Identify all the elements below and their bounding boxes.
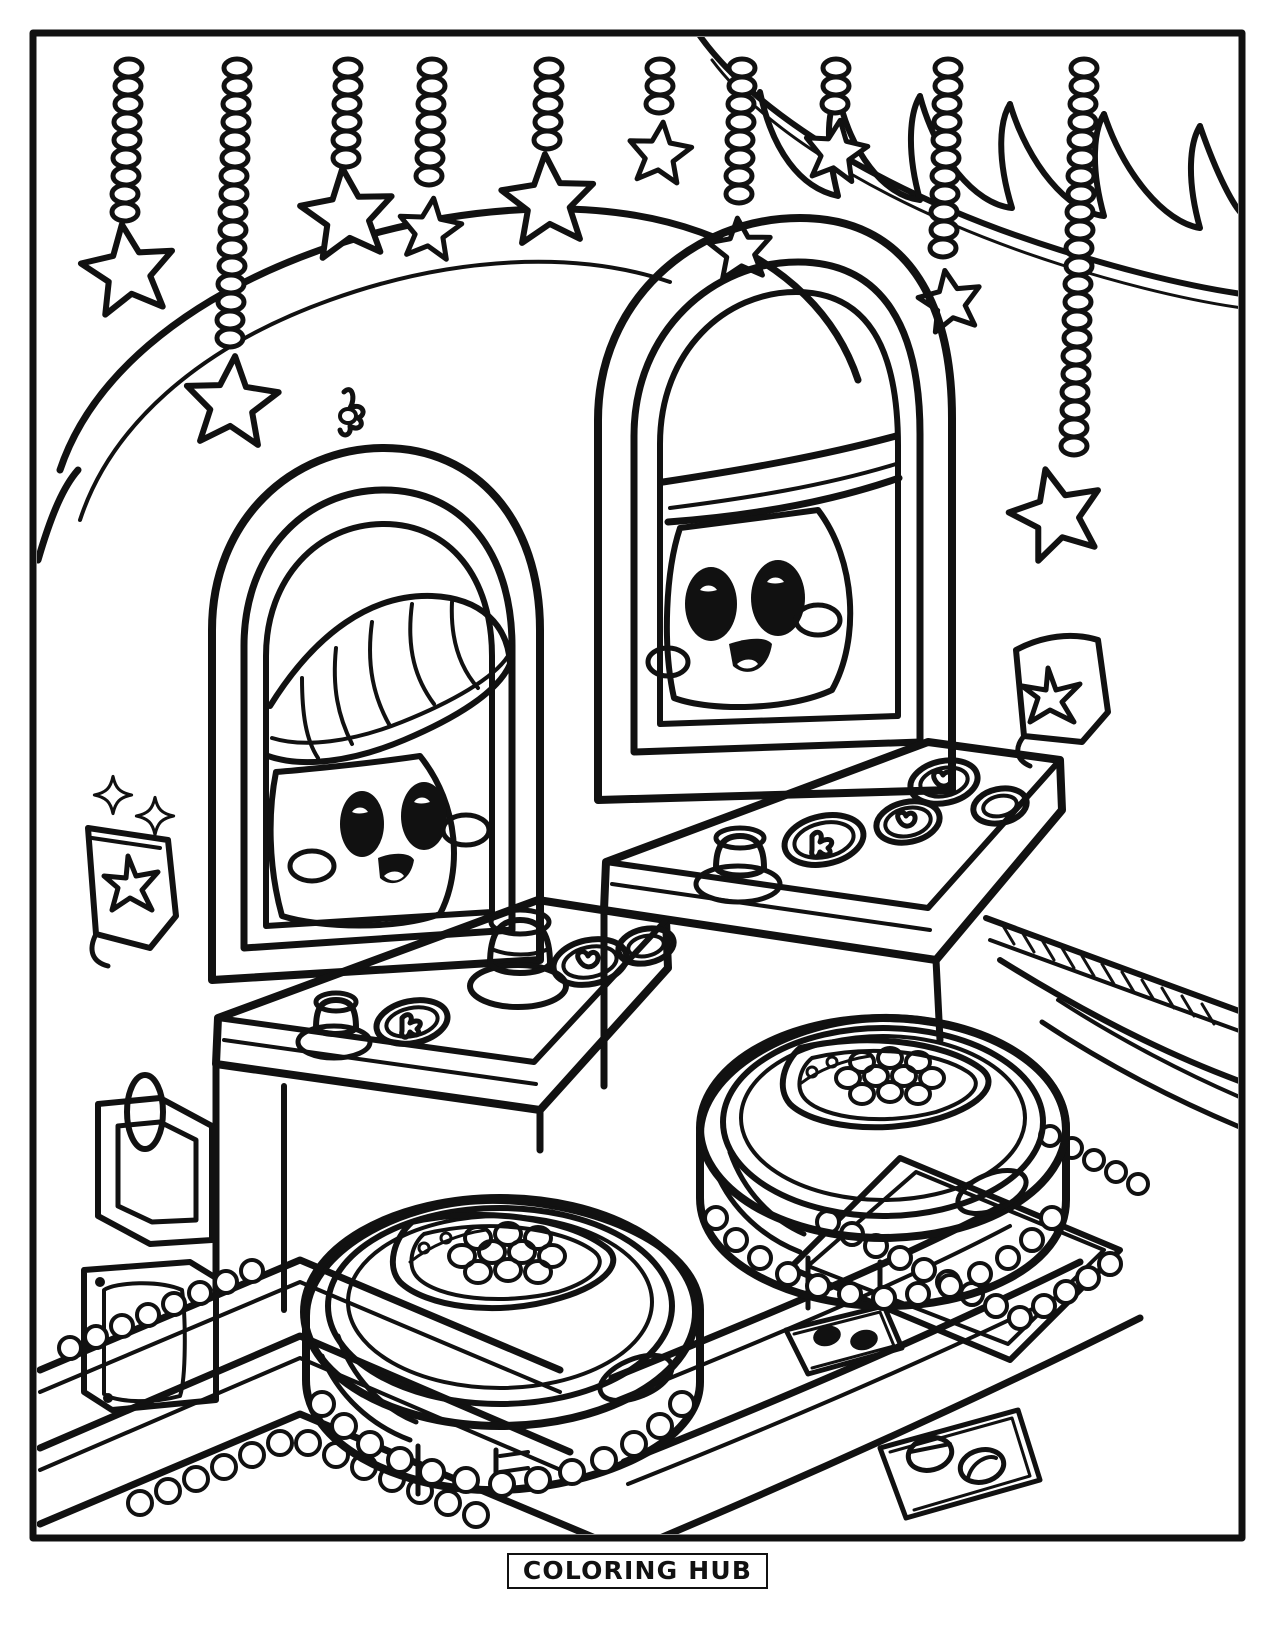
joystick-small-left[interactable]: [295, 990, 373, 1061]
page-border: [29, 29, 1246, 1542]
joystick-right[interactable]: [693, 825, 783, 905]
left-marquee-awning: [265, 592, 513, 766]
pompom-trim-left: [57, 1258, 265, 1361]
floor-rug: [37, 915, 1238, 1534]
button-heart-right[interactable]: [873, 796, 944, 848]
floor-hatching: [1000, 922, 1216, 1026]
coin-slot-panel[interactable]: [95, 1072, 215, 1247]
button-star-right[interactable]: [780, 808, 868, 872]
face-left: [287, 782, 492, 884]
pompom-trim-right: [815, 1209, 1123, 1331]
right-marquee-bands: [659, 432, 903, 526]
button-heart-top-right[interactable]: [906, 754, 981, 809]
pompom-trim-upper-right: [1038, 1124, 1150, 1196]
ottoman-pompom-front: [308, 1390, 696, 1498]
coin-tokens: [783, 1303, 1043, 1521]
pennant-flag-left: [85, 825, 179, 969]
pompom-trim-left-lower: [126, 1429, 490, 1529]
arcade-cabinet-right: [594, 214, 1066, 1090]
arcade-cabinet-left: [81, 444, 677, 1413]
background-wall-dome: [37, 205, 862, 564]
joystick-large-left[interactable]: [467, 907, 569, 1010]
face-right: [645, 560, 843, 679]
ottoman-seat-front[interactable]: [300, 1194, 704, 1498]
ottoman-seat-back[interactable]: [696, 1013, 1070, 1311]
cushion-buttons-back: [798, 1046, 946, 1106]
cushion-buttons-front: [408, 1221, 567, 1285]
button-heart-left[interactable]: [549, 933, 631, 991]
ottoman-pompom-back: [703, 1205, 1065, 1311]
button-plain-right[interactable]: [970, 784, 1030, 828]
button-plain-left[interactable]: [615, 924, 677, 969]
doodle-star: [337, 387, 366, 438]
button-star-left[interactable]: [372, 994, 451, 1050]
